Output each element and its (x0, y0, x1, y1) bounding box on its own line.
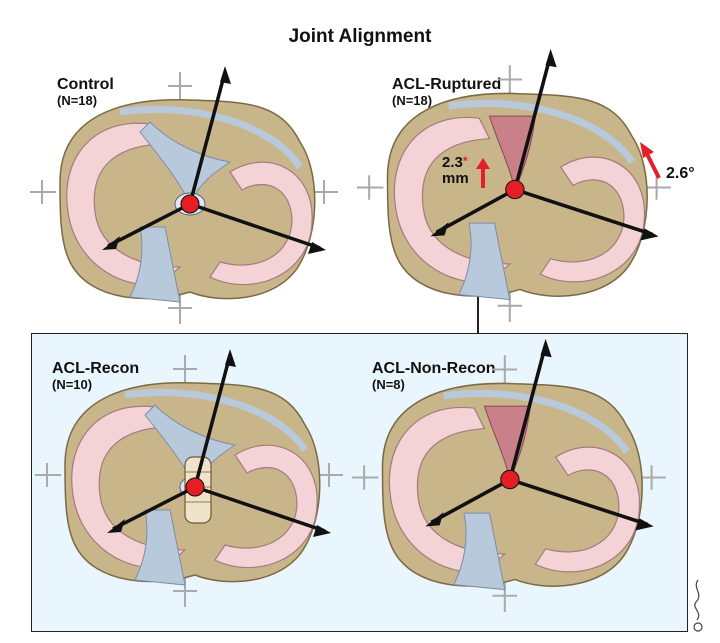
panel-label-acl-ruptured: ACL-Ruptured (N=18) (392, 76, 501, 109)
acl-ligament (139, 121, 232, 206)
translation-unit: mm (442, 169, 469, 187)
knee-illustration-acl-ruptured (356, 48, 671, 323)
lateral-meniscus (214, 444, 318, 569)
rotation-center-dot (185, 477, 205, 497)
rotation-center-dot (505, 179, 525, 200)
axis-arrows (102, 66, 326, 254)
posterior-ligaments (129, 226, 181, 303)
lateral-meniscus (209, 161, 313, 286)
panel-name: ACL-Non-Recon (372, 360, 496, 377)
posterior-ligaments (453, 512, 506, 591)
panel-name: ACL-Ruptured (392, 76, 502, 93)
axis-arrows (107, 349, 331, 537)
knee-illustration-acl-recon (35, 349, 343, 607)
knee-illustration-acl-non-recon (351, 338, 666, 613)
translation-value: 2.3 (442, 154, 463, 171)
crosshair-marks (356, 65, 671, 323)
artist-signature-icon (693, 579, 703, 632)
anterior-translation-arrow-icon (476, 158, 490, 188)
rotation-center-dot (180, 194, 200, 214)
rotation-center-dot (500, 469, 520, 490)
panel-n: (N=18) (392, 93, 433, 109)
lateral-meniscus (534, 446, 640, 573)
panel-n: (N=8) (372, 377, 405, 393)
axis-arrows (425, 338, 654, 531)
transverse-ligament (124, 389, 308, 452)
translation-annotation: 2.3* mm (442, 155, 469, 187)
transverse-ligament (443, 389, 631, 455)
panel-label-control: Control (N=18) (57, 76, 114, 109)
lateral-meniscus (539, 156, 645, 283)
knee-illustration-control (30, 66, 338, 324)
panel-label-acl-non-recon: ACL-Non-Recon (N=8) (372, 360, 496, 393)
figure-title: Joint Alignment (288, 26, 432, 47)
crosshair-marks (351, 355, 666, 613)
group-connector-line (477, 290, 479, 333)
panel-label-acl-recon: ACL-Recon (N=10) (52, 360, 139, 393)
rotation-value: 2.6° (666, 165, 695, 182)
panel-n: (N=10) (52, 377, 93, 393)
panel-n: (N=18) (57, 93, 98, 109)
transverse-ligament (448, 99, 636, 165)
rotation-arrow-icon (640, 142, 661, 179)
panel-name: ACL-Recon (52, 360, 140, 377)
posterior-ligaments (458, 222, 511, 301)
transverse-ligament (119, 106, 303, 169)
panel-name: Control (57, 76, 114, 93)
acl-ligament (144, 404, 237, 489)
axis-arrows (430, 48, 659, 241)
significance-asterisk: * (462, 154, 468, 168)
posterior-ligaments (134, 509, 186, 586)
